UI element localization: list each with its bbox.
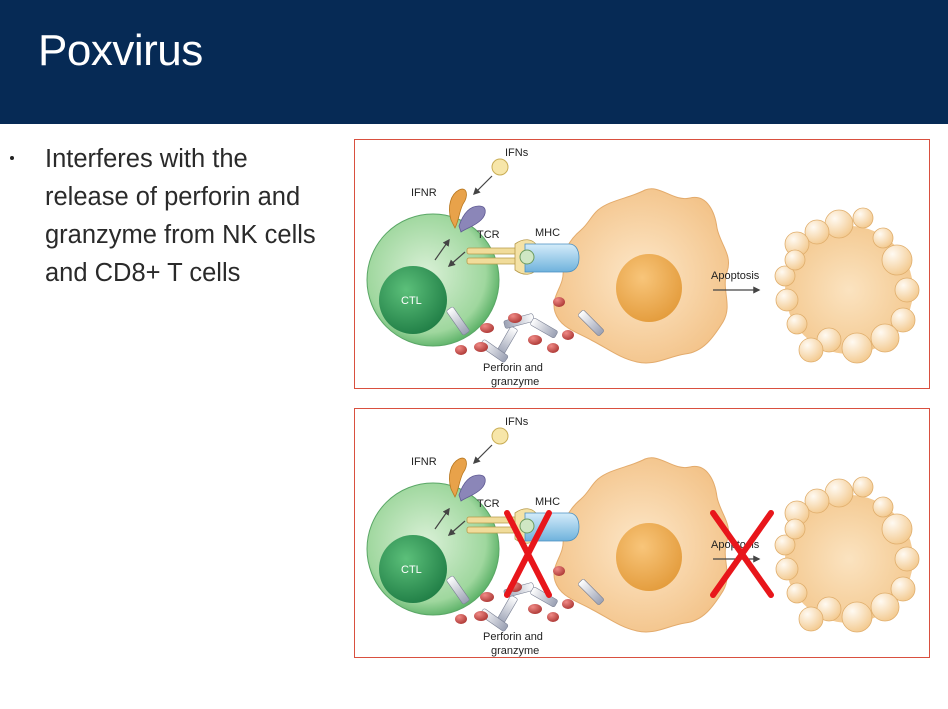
- ifns-label: IFNs: [505, 147, 529, 159]
- ifn-arrow: [472, 175, 493, 196]
- ifnr-label: IFNR: [411, 187, 437, 199]
- mhc-label: MHC: [535, 496, 560, 508]
- ctl-nucleus: [379, 535, 447, 603]
- ctl-label: CTL: [401, 295, 422, 307]
- peptide: [519, 249, 535, 265]
- signal-arrow-down: [447, 520, 466, 536]
- ifn-molecule: [491, 427, 509, 445]
- mhc-label: MHC: [535, 227, 560, 239]
- ifnr-receptor-b: [458, 205, 486, 233]
- ifnr-receptor-a: [449, 188, 467, 229]
- ifnr-receptor-b: [458, 474, 486, 502]
- slide-title: Poxvirus: [38, 26, 203, 75]
- tcr-label: TCR: [477, 229, 500, 241]
- diagram-panel-normal: CTL IFNs IFNR TCR MHC: [354, 139, 930, 389]
- perforin-label-line2: granzyme: [491, 645, 539, 657]
- ifnr-receptor-a: [449, 457, 467, 498]
- bullet-text: Interferes with the release of perforin …: [45, 145, 316, 287]
- block-mark-apoptosis: [710, 510, 774, 598]
- tcr-label: TCR: [477, 498, 500, 510]
- ifn-molecule: [491, 158, 509, 176]
- peptide: [519, 518, 535, 534]
- perforin-label-line1: Perforin and: [483, 631, 543, 643]
- apoptosis-label: Apoptosis: [711, 270, 760, 282]
- diagram-panel-blocked: CTL IFNs IFNR TCR MHC: [354, 408, 930, 658]
- apoptotic-cell: [774, 476, 920, 633]
- title-bar: Poxvirus: [0, 0, 948, 124]
- apoptotic-cell: [774, 207, 920, 364]
- perforin-label-line2: granzyme: [491, 376, 539, 388]
- signal-arrow-down: [447, 251, 466, 267]
- ifn-arrow: [472, 444, 493, 465]
- perforin-granzyme-cluster: [446, 297, 604, 363]
- bullet-marker: [10, 156, 14, 160]
- target-nucleus: [616, 254, 682, 322]
- signal-arrow-up: [434, 507, 450, 530]
- ctl-label: CTL: [401, 564, 422, 576]
- target-nucleus: [616, 523, 682, 591]
- block-mark-release: [504, 510, 552, 598]
- ifns-label: IFNs: [505, 416, 529, 428]
- ctl-nucleus: [379, 266, 447, 334]
- perforin-label-line1: Perforin and: [483, 362, 543, 374]
- ifnr-label: IFNR: [411, 456, 437, 468]
- signal-arrow-up: [434, 238, 450, 261]
- mhc-molecule: [524, 243, 580, 273]
